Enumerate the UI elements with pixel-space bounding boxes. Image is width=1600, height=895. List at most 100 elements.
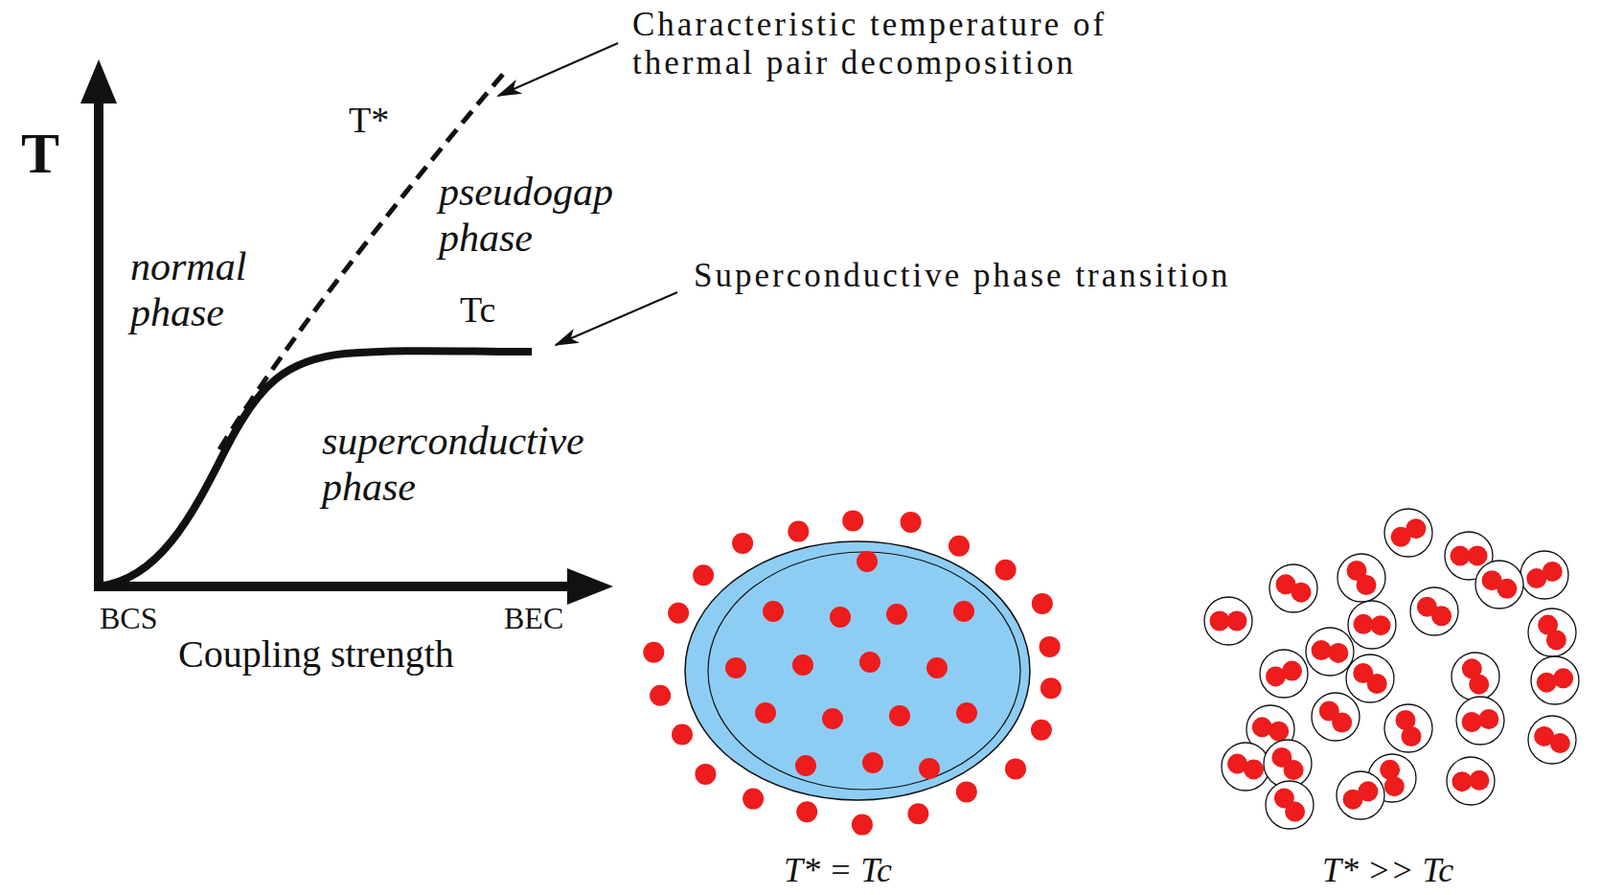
electron-dot — [1283, 759, 1304, 780]
electron-dot — [900, 511, 922, 533]
electron-dot — [1431, 605, 1452, 626]
curve-label: Tc — [459, 289, 496, 332]
electron-dot — [1478, 708, 1499, 730]
electron-dot — [918, 757, 940, 779]
electron-dot — [995, 559, 1017, 581]
pair-circle — [1337, 553, 1386, 602]
electron-dot — [1371, 615, 1392, 636]
electron-dot — [1005, 757, 1027, 779]
molecule-pairs — [1204, 508, 1579, 829]
axis-tick-label: BCS — [99, 600, 158, 637]
pair-circle — [1265, 780, 1314, 829]
electron-dot — [1331, 712, 1352, 733]
electron-dot — [862, 752, 884, 774]
electron-dot — [829, 606, 851, 628]
electron-dot — [1291, 582, 1312, 603]
electron-dot — [1462, 711, 1483, 732]
electron-dot — [725, 657, 747, 679]
electron-dot — [907, 802, 929, 824]
curve-label: T* — [348, 99, 389, 142]
illustration-caption: T* = Tc — [783, 850, 892, 891]
y-axis-head — [80, 59, 117, 104]
electron-dot — [754, 702, 777, 724]
pair-circle — [1311, 692, 1360, 741]
tc-curve — [98, 350, 532, 587]
region-label: normal phase — [130, 243, 294, 337]
pair-circle — [1451, 652, 1500, 701]
electron-dot — [649, 685, 671, 707]
pair-circle — [1384, 704, 1433, 753]
pair-circle — [1456, 696, 1505, 745]
electron-dot — [1468, 674, 1489, 695]
electron-dot — [856, 550, 878, 572]
axis-title: Coupling strength — [178, 632, 455, 677]
region-label: pseudogap phase — [438, 168, 669, 262]
pair-circle — [1531, 656, 1579, 705]
axis-tick-label: BEC — [503, 600, 564, 637]
electron-dot — [1284, 801, 1305, 823]
electron-dot — [1546, 629, 1567, 650]
electron-dot — [1357, 780, 1378, 801]
electron-dot — [822, 708, 844, 730]
pair-circle — [1305, 627, 1354, 676]
pair-circle — [1475, 560, 1524, 609]
electron-dot — [953, 600, 975, 622]
electron-dot — [1227, 611, 1248, 632]
fermi-sea — [685, 541, 1030, 800]
electron-dot — [671, 724, 693, 746]
electron-dot — [851, 814, 873, 836]
x-axis — [93, 581, 571, 592]
electron-dot — [1353, 614, 1374, 635]
electron-dot — [1542, 561, 1563, 582]
pair-circle — [1346, 654, 1395, 703]
electron-dot — [1039, 636, 1061, 658]
electron-dot — [859, 651, 881, 673]
electron-dot — [1553, 667, 1574, 688]
pair-circle — [1384, 508, 1433, 557]
leader-arrow — [498, 43, 618, 96]
electron-dot — [1401, 726, 1422, 747]
electron-dot — [1327, 642, 1349, 663]
pair-circle — [1528, 715, 1577, 764]
pair-circle — [1269, 564, 1318, 613]
electron-dot — [1356, 574, 1377, 595]
electron-dot — [1496, 578, 1517, 599]
electron-dot — [1210, 611, 1231, 632]
electron-dot — [889, 705, 911, 727]
pair-circle — [1221, 742, 1270, 791]
electron-dot — [1384, 776, 1405, 797]
electron-dot — [762, 600, 784, 622]
electron-dot — [796, 800, 818, 823]
electron-dot — [1550, 732, 1571, 754]
electron-dot — [1367, 673, 1388, 694]
pair-circle — [1204, 596, 1253, 645]
electron-dot — [1311, 640, 1332, 661]
callout-text: Characteristic temperature of thermal pa… — [632, 5, 1208, 84]
illustration-caption: T* >> Tc — [1322, 850, 1454, 891]
electron-dot — [1469, 770, 1490, 791]
electron-dot — [1450, 546, 1471, 567]
electron-dot — [886, 603, 908, 625]
pair-circle — [1336, 771, 1385, 820]
electron-dot — [694, 763, 716, 785]
electron-dot — [842, 509, 864, 531]
electron-dot — [642, 641, 664, 663]
electron-dot — [692, 564, 714, 586]
region-label: superconductive phase — [321, 417, 667, 511]
electron-dot — [1268, 721, 1289, 742]
electron-dots — [642, 509, 1062, 835]
electron-dot — [1452, 771, 1473, 792]
electron-dot — [667, 602, 689, 624]
callout-text: Superconductive phase transition — [693, 256, 1232, 296]
pair-circle — [1410, 587, 1459, 636]
electron-dot — [787, 521, 809, 543]
electron-dot — [1030, 719, 1052, 741]
fermi-surface — [708, 551, 1021, 790]
electron-dot — [792, 654, 814, 676]
pair-circle — [1446, 756, 1495, 805]
electron-dot — [795, 754, 817, 777]
electron-dot — [956, 780, 978, 802]
pair-circle — [1520, 550, 1569, 599]
